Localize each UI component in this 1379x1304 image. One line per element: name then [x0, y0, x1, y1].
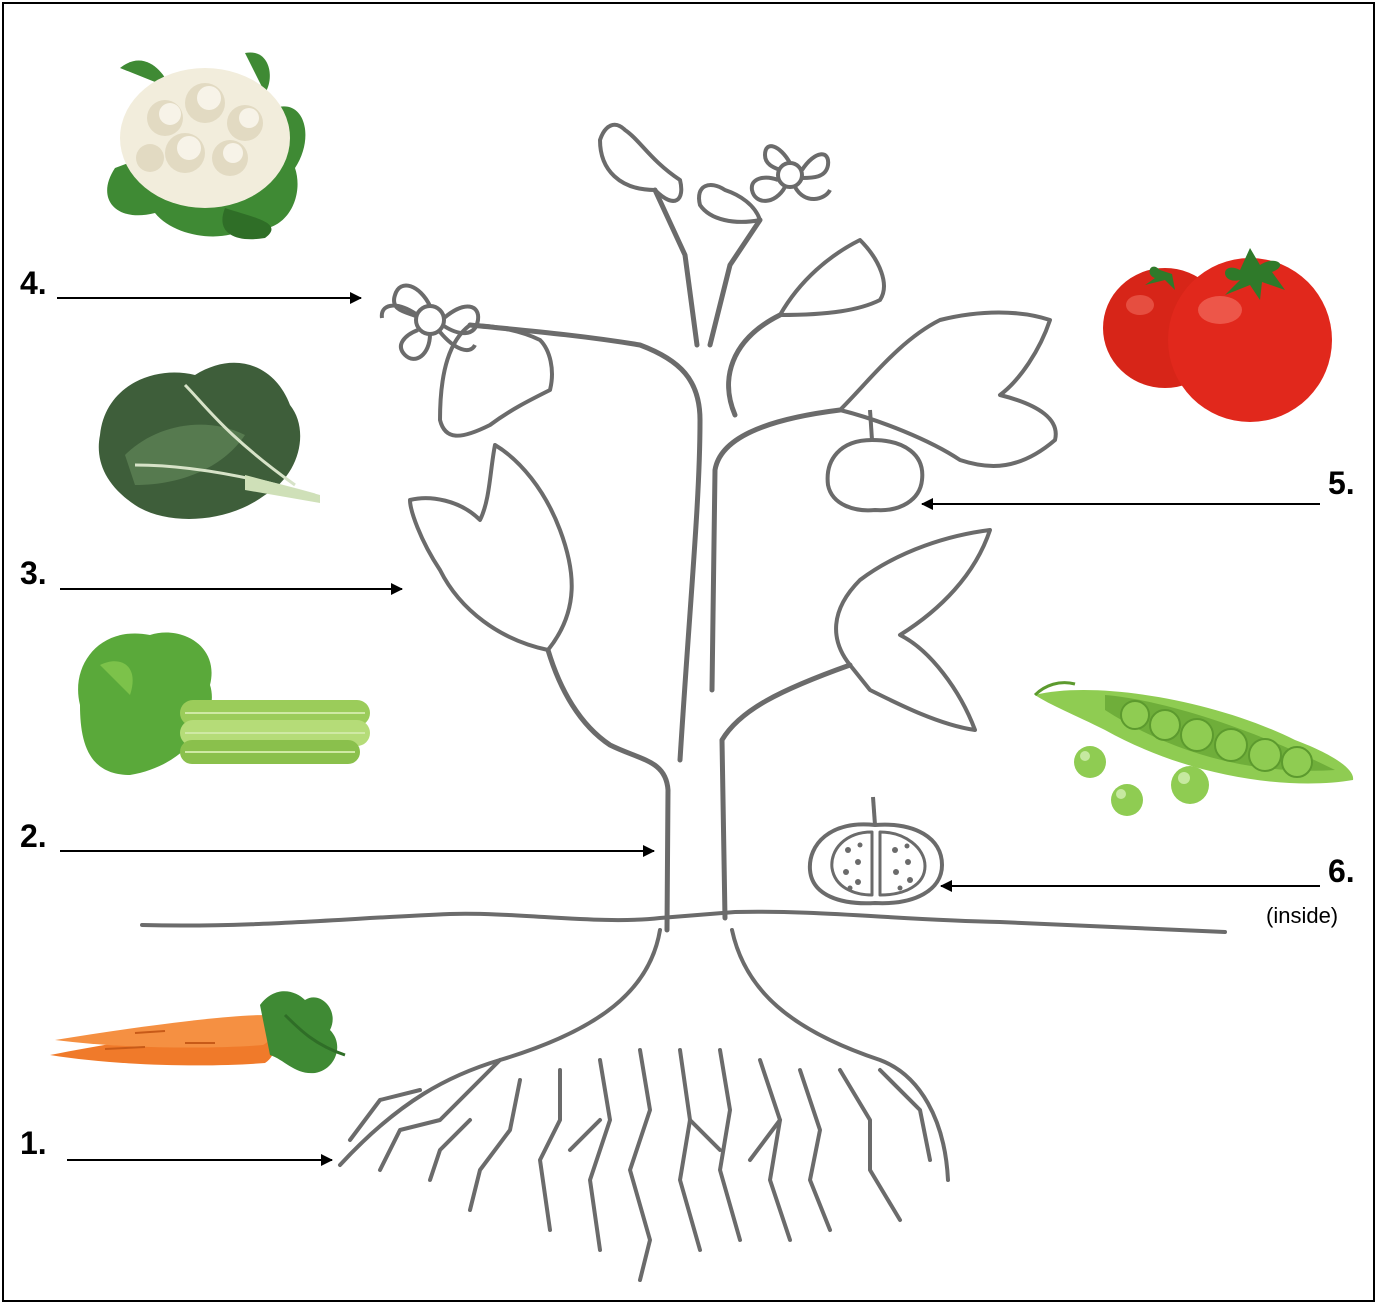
leaf-left-upper	[440, 325, 552, 436]
label-6-note: (inside)	[1266, 905, 1338, 927]
label-3: 3.	[20, 557, 47, 589]
leaf-right-mid	[840, 313, 1056, 466]
plant-stem	[470, 190, 850, 930]
carrots-image	[50, 991, 345, 1073]
leaf-top-left	[600, 125, 681, 201]
plant-fruit	[828, 410, 923, 510]
label-2: 2.	[20, 820, 47, 852]
peas-image	[1035, 683, 1353, 816]
cauliflower-image	[107, 52, 305, 239]
leaf-right-lower	[836, 530, 990, 730]
leaf-right-upper	[780, 240, 884, 315]
flower-left	[382, 285, 478, 358]
plant-roots	[340, 930, 948, 1280]
ground-line	[142, 912, 1225, 932]
flower-top	[752, 146, 830, 201]
tomatoes-image	[1103, 248, 1332, 422]
label-6: 6.	[1328, 855, 1355, 887]
label-4: 4.	[20, 267, 47, 299]
collard-greens-image	[99, 363, 320, 519]
plant-leaves	[410, 125, 1056, 730]
leaf-left-large	[410, 445, 572, 650]
celery-image	[78, 632, 370, 775]
fruit-cross-section	[810, 797, 942, 903]
label-1: 1.	[20, 1127, 47, 1159]
label-5: 5.	[1328, 467, 1355, 499]
